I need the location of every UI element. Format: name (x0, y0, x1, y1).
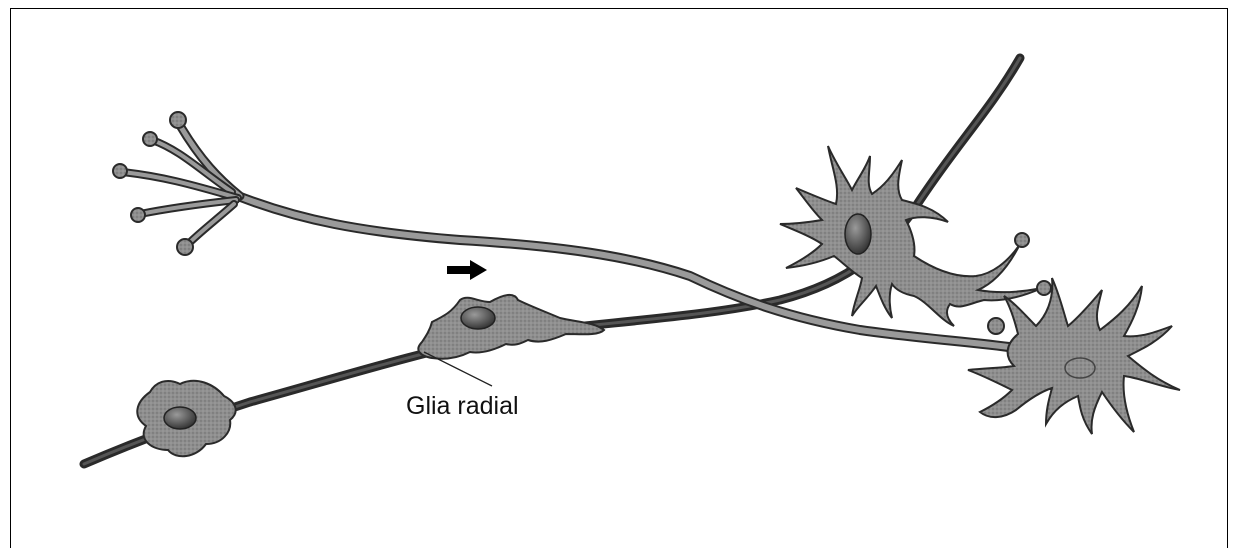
nucleus-icon (845, 214, 871, 254)
radial-glia-label: Glia radial (406, 392, 519, 420)
migrating-neuron-2 (418, 295, 604, 359)
radial-glia-label-group: Glia radial (406, 352, 519, 420)
nucleus-icon (461, 307, 495, 329)
nucleus-icon (164, 407, 196, 429)
axon-terminal-branches (113, 112, 240, 255)
migration-direction-arrow-icon (447, 260, 487, 280)
migrating-neuron-1 (137, 381, 235, 456)
mature-neuron-lower (968, 278, 1180, 434)
